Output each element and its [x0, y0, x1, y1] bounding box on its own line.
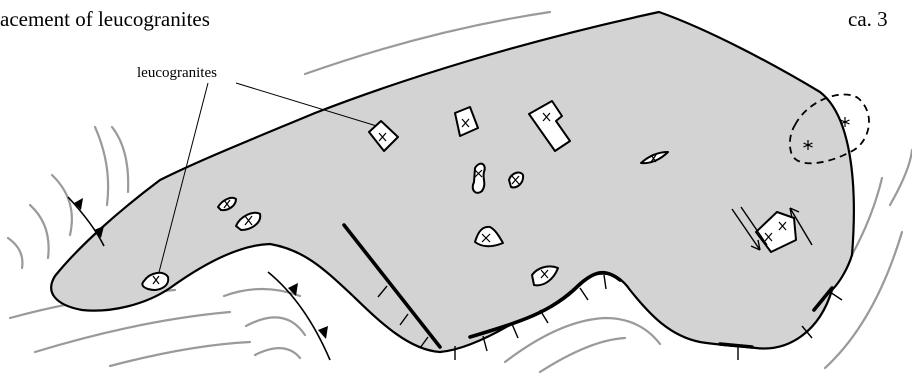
thrust-trace [268, 272, 330, 360]
leucogranite-body [473, 164, 485, 193]
heading-left: acement of leucogranites [0, 7, 210, 31]
foliation-trace-right-2 [890, 150, 912, 205]
foliation-trace-lobe-2 [246, 317, 305, 335]
contact-tick [604, 275, 606, 289]
leucogranite-outline [473, 164, 485, 193]
contact-tick [512, 324, 518, 338]
leucogranites-label: leucogranites [137, 65, 217, 81]
contact-tick [830, 292, 842, 300]
foliation-trace-lobe-3 [255, 348, 300, 358]
heading-right: ca. 3 [848, 7, 888, 31]
foliation-trace-left-2 [95, 127, 108, 205]
foliation-trace-left-1 [112, 127, 128, 192]
foliation-trace-bottom-left-3 [110, 342, 250, 366]
foliation-trace-bottom-1 [505, 318, 660, 362]
foliation-trace-left-4 [30, 205, 49, 258]
thrust-fault-south [268, 272, 330, 360]
pluton-outline [51, 12, 854, 352]
foliation-trace-left-5 [8, 238, 22, 268]
foliation-trace-bottom-2 [540, 338, 625, 372]
foliation-trace-left-3 [52, 175, 72, 235]
contact-tick [580, 288, 588, 300]
